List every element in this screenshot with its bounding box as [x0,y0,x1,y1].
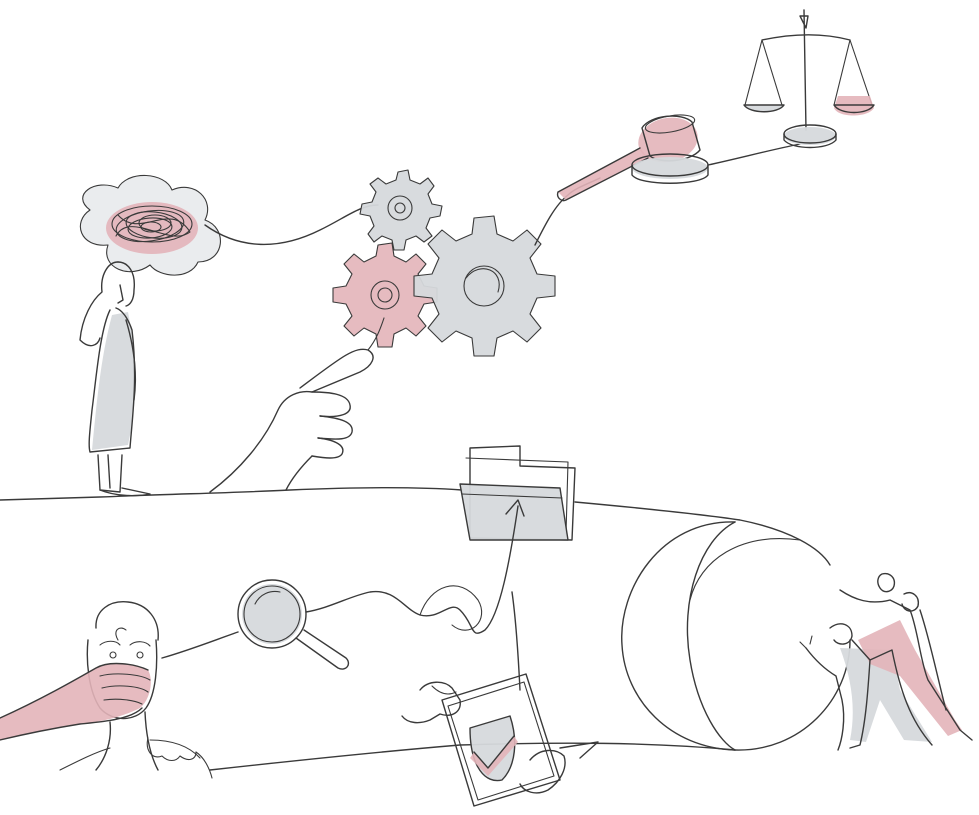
line-to-document [511,591,521,691]
shield-document [401,673,599,807]
trend-arrow-head [505,499,525,517]
line-gavel-to-scales [707,143,801,166]
silenced-person [0,601,213,779]
tangle-scribble [111,205,193,243]
trend-arrow-line [161,505,519,659]
upper-ground-line [0,487,463,501]
line-folder-to-boulder [574,501,831,566]
gear-small-grey [359,169,443,251]
scales-of-justice [743,9,875,149]
gear-large-grey [413,215,556,357]
gear-pink [332,242,438,348]
people-pushing [799,572,973,751]
boulder [621,521,851,751]
gavel [556,114,709,202]
line-cloud-to-gears [204,204,379,246]
folder-icon [459,445,576,541]
confused-woman [79,261,151,497]
thought-cloud [79,174,221,276]
line-loop [419,585,483,631]
magnifying-glass-icon [237,579,350,670]
pointing-hand [209,317,385,493]
